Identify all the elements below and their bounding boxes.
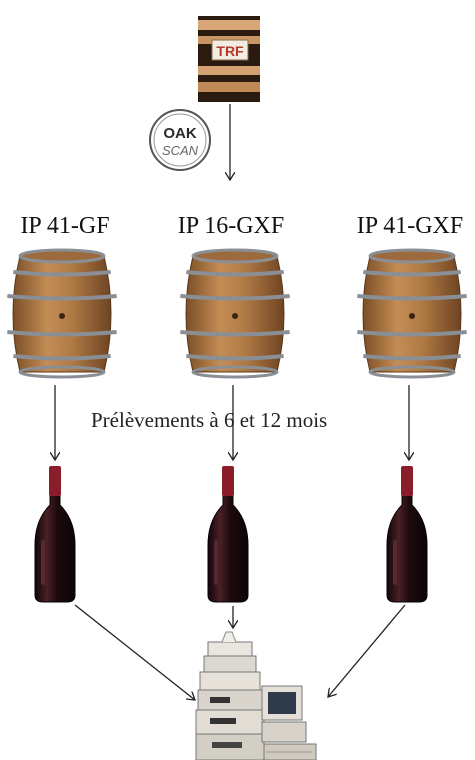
wine-bottle-icon-3 bbox=[386, 466, 428, 603]
wine-bottle-icon-2 bbox=[207, 466, 249, 603]
lab-analyzer-icon bbox=[195, 631, 317, 760]
oakscan-logo-line1: OAK bbox=[163, 125, 197, 142]
barrel-label-2: IP 16-GXF bbox=[177, 213, 285, 239]
wine-bottle-icon-1 bbox=[34, 466, 76, 603]
barrel-label-3: IP 41-GXF bbox=[356, 213, 464, 239]
barrel-icon-3 bbox=[357, 248, 467, 379]
oakscan-logo-line2: SCAN bbox=[162, 143, 199, 158]
barrels-group bbox=[7, 248, 467, 379]
arrow-bottle3-to-analyzer bbox=[328, 604, 406, 697]
barrel-icon-2 bbox=[180, 248, 290, 379]
barrel-label-1: IP 41-GF bbox=[20, 213, 110, 239]
bottles-group bbox=[34, 466, 428, 603]
oakscan-logo: OAK SCAN bbox=[149, 109, 211, 171]
arrow-bottle1-to-analyzer bbox=[74, 604, 195, 700]
trf-logo: TRF bbox=[198, 16, 260, 102]
sampling-caption: Prélèvements à 6 et 12 mois bbox=[91, 408, 328, 432]
barrel-icon-1 bbox=[7, 248, 117, 379]
trf-logo-text: TRF bbox=[216, 43, 244, 59]
